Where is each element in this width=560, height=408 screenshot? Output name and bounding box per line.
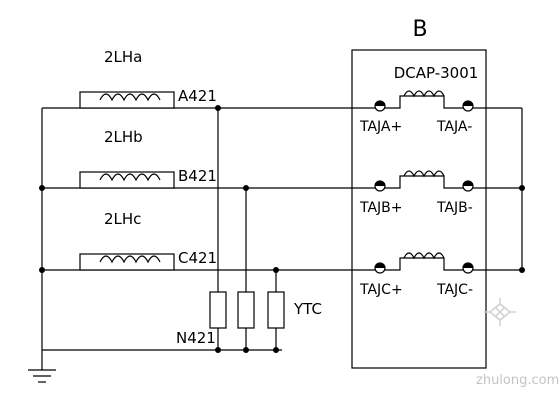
terminal-label-ja-minus: TAJA- [436, 119, 472, 135]
junction-dot [215, 105, 221, 111]
relay-coil-b [380, 170, 470, 189]
watermark-text: zhulong.com [476, 373, 559, 388]
trip-coil-a [209, 291, 227, 329]
trip-coil-c [267, 291, 285, 329]
ct-coil-b [79, 171, 175, 189]
ct-coil-c [79, 253, 175, 271]
device-model: DCAP-3001 [394, 64, 479, 82]
wire-label-c: C421 [178, 249, 217, 267]
device-letter: B [412, 17, 427, 42]
terminal-label-jb-plus: TAJB+ [359, 200, 403, 216]
terminal-dot-jc-minus [462, 262, 474, 274]
ct-label-a: 2LHa [104, 48, 142, 66]
wire-label-b: B421 [178, 167, 217, 185]
terminal-label-jb-minus: TAJB- [436, 200, 473, 216]
relay-coil-a [380, 90, 470, 109]
ct-coil-a [79, 91, 175, 109]
junction-dot [39, 267, 45, 273]
trip-coil-b [237, 291, 255, 329]
junction-dot [519, 185, 525, 191]
terminal-dot-jb-minus [462, 180, 474, 192]
terminal-dot-ja-minus [462, 100, 474, 112]
terminal-dot-jc-plus [374, 262, 386, 274]
watermark-logo [484, 298, 516, 326]
junction-dot [243, 185, 249, 191]
trip-coil-label: YTC [293, 300, 322, 318]
junction-dots [39, 105, 525, 353]
ground-symbol [28, 350, 56, 383]
junction-dot [273, 347, 279, 353]
junction-dot [215, 347, 221, 353]
terminal-dot-ja-plus [374, 100, 386, 112]
junction-dot [243, 347, 249, 353]
junction-dot [519, 267, 525, 273]
terminal-label-jc-minus: TAJC- [436, 282, 473, 298]
junction-dot [273, 267, 279, 273]
terminal-dot-jb-plus [374, 180, 386, 192]
device-box [351, 49, 487, 369]
junction-dot [39, 185, 45, 191]
wire-label-a: A421 [178, 87, 217, 105]
wire-label-n: N421 [176, 329, 216, 347]
ct-label-b: 2LHb [104, 128, 143, 146]
terminal-label-ja-plus: TAJA+ [359, 119, 402, 135]
relay-coil-c [380, 252, 470, 271]
ct-label-c: 2LHc [104, 210, 141, 228]
terminal-label-jc-plus: TAJC+ [359, 282, 403, 298]
